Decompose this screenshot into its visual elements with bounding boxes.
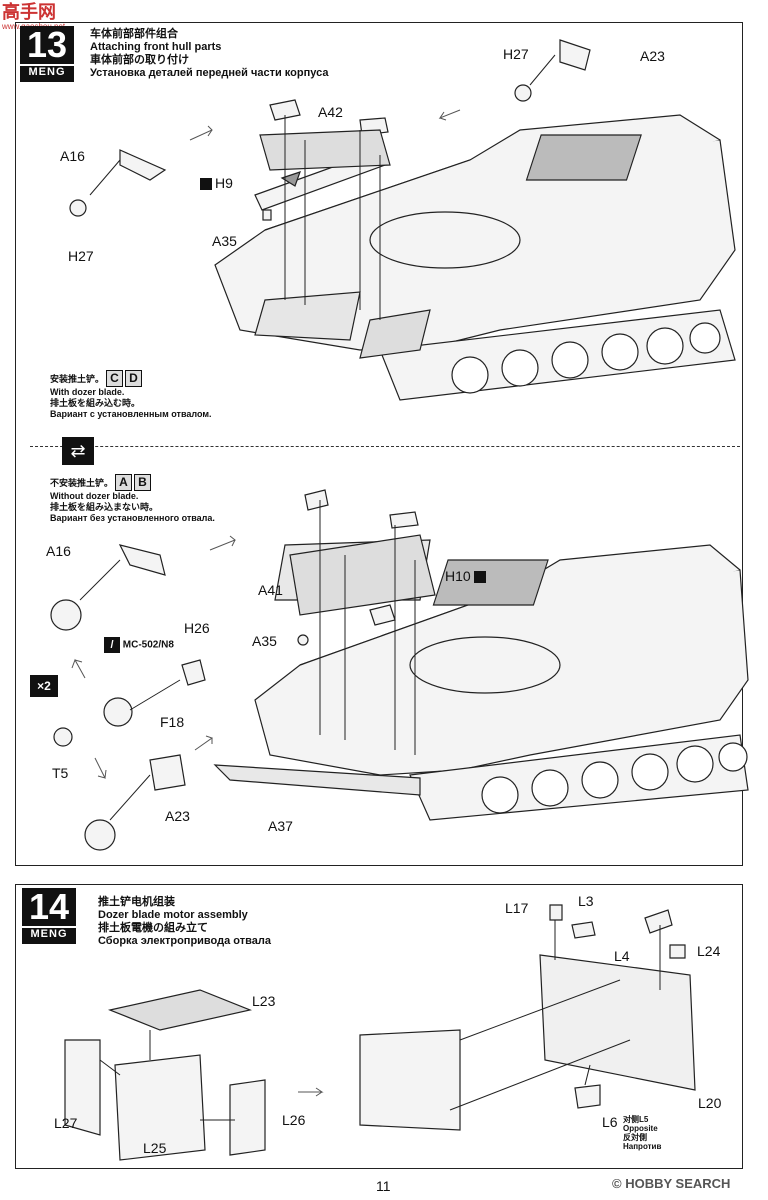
watermark-text: HOBBY SEARCH xyxy=(625,1176,731,1191)
label-h26: H26 xyxy=(184,620,210,636)
badge-b: B xyxy=(134,474,152,491)
copyright-mark: © xyxy=(612,1176,622,1191)
step14-titles: 推土铲电机组装 Dozer blade motor assembly 排土板電機… xyxy=(98,896,271,948)
option-divider xyxy=(30,446,740,447)
flag-icon xyxy=(200,178,212,191)
option-without-en: Without dozer blade. xyxy=(50,491,139,501)
brush-icon: / xyxy=(104,637,120,653)
step14-title-zh: 推土铲电机组装 xyxy=(98,896,175,908)
label-h27-top-left: H27 xyxy=(68,248,94,264)
step14-title-en: Dozer blade motor assembly xyxy=(98,909,248,921)
page-number: 11 xyxy=(376,1178,391,1194)
opposite-en: Opposite xyxy=(623,1124,658,1133)
option-with-ja: 排土板を組み込む時。 xyxy=(50,398,141,408)
step13-frame xyxy=(15,22,743,866)
label-l6: L6 xyxy=(602,1114,618,1130)
paint-code: MC-502/N8 xyxy=(122,639,174,651)
opposite-zh: 对侧L5 xyxy=(623,1115,649,1124)
option-with-zh: 安装推土铲。 xyxy=(50,374,105,384)
flag-icon xyxy=(473,571,486,584)
label-h10-text: H10 xyxy=(445,568,471,584)
label-l25: L25 xyxy=(143,1140,167,1156)
label-a35-top: A35 xyxy=(212,233,237,249)
option-with-en: With dozer blade. xyxy=(50,387,125,397)
label-a35-bottom: A35 xyxy=(252,633,277,649)
step14-frame xyxy=(15,884,743,1169)
label-a16-top: A16 xyxy=(60,148,85,164)
label-l26: L26 xyxy=(282,1112,306,1128)
label-a41: A41 xyxy=(258,582,283,598)
step14-badge: 14 MENG xyxy=(22,888,76,944)
site-watermark-name: 高手网 xyxy=(2,2,56,22)
multiplier-badge: ×2 xyxy=(30,675,58,697)
step13-badge: 13 MENG xyxy=(20,26,74,82)
step13-title-ja: 車体前部の取り付け xyxy=(90,54,189,66)
swap-icon: ⇄ xyxy=(62,437,94,465)
step14-number: 14 xyxy=(28,886,70,927)
option-without-ru: Вариант без установленного отвала. xyxy=(50,513,215,523)
label-l17: L17 xyxy=(505,900,529,916)
label-a16-bottom: A16 xyxy=(46,543,71,559)
step14-title-ja: 排土板電機の組み立て xyxy=(98,922,208,934)
step13-title-en: Attaching front hull parts xyxy=(90,41,222,53)
badge-d: D xyxy=(125,370,143,387)
step13-title-ru: Установка деталей передней части корпуса xyxy=(90,67,329,79)
paint-callout: / MC-502/N8 xyxy=(104,637,174,653)
label-f18: F18 xyxy=(160,714,185,730)
label-l4: L4 xyxy=(614,948,630,964)
label-l23: L23 xyxy=(252,993,276,1009)
opposite-ru: Напротив xyxy=(623,1142,662,1151)
label-a42: A42 xyxy=(318,104,343,120)
label-h9: H9 xyxy=(200,175,233,191)
step13-number: 13 xyxy=(26,24,68,65)
step13-brand: MENG xyxy=(20,64,74,78)
label-h9-text: H9 xyxy=(215,175,233,191)
label-l27: L27 xyxy=(54,1115,78,1131)
label-a23-top: A23 xyxy=(640,48,665,64)
label-t5: T5 xyxy=(52,765,69,781)
step13-titles: 车体前部部件组合 Attaching front hull parts 車体前部… xyxy=(90,28,328,80)
label-h27-top-right: H27 xyxy=(503,46,529,62)
badge-a: A xyxy=(115,474,133,491)
label-l20: L20 xyxy=(698,1095,722,1111)
opposite-ja: 反対側 xyxy=(623,1133,647,1142)
label-l24: L24 xyxy=(697,943,721,959)
label-a23-bottom: A23 xyxy=(165,808,190,824)
label-l3: L3 xyxy=(578,893,594,909)
label-h10: H10 xyxy=(445,568,486,584)
tank-illustration-top xyxy=(214,114,736,401)
option-without-ja: 排土板を組み込まない時。 xyxy=(50,502,159,512)
step13-title-zh: 车体前部部件组合 xyxy=(90,28,178,40)
opposite-note: 对侧L5 Opposite 反対側 Напротив xyxy=(623,1115,661,1151)
option-with-ru: Вариант с установленным отвалом. xyxy=(50,409,212,419)
option-without-zh: 不安装推土铲。 xyxy=(50,478,114,488)
step14-title-ru: Сборка электропривода отвала xyxy=(98,935,271,947)
badge-c: C xyxy=(106,370,124,387)
hobby-search-watermark: © HOBBY SEARCH xyxy=(612,1176,730,1191)
label-a37: A37 xyxy=(268,818,293,834)
step14-brand: MENG xyxy=(22,926,76,940)
